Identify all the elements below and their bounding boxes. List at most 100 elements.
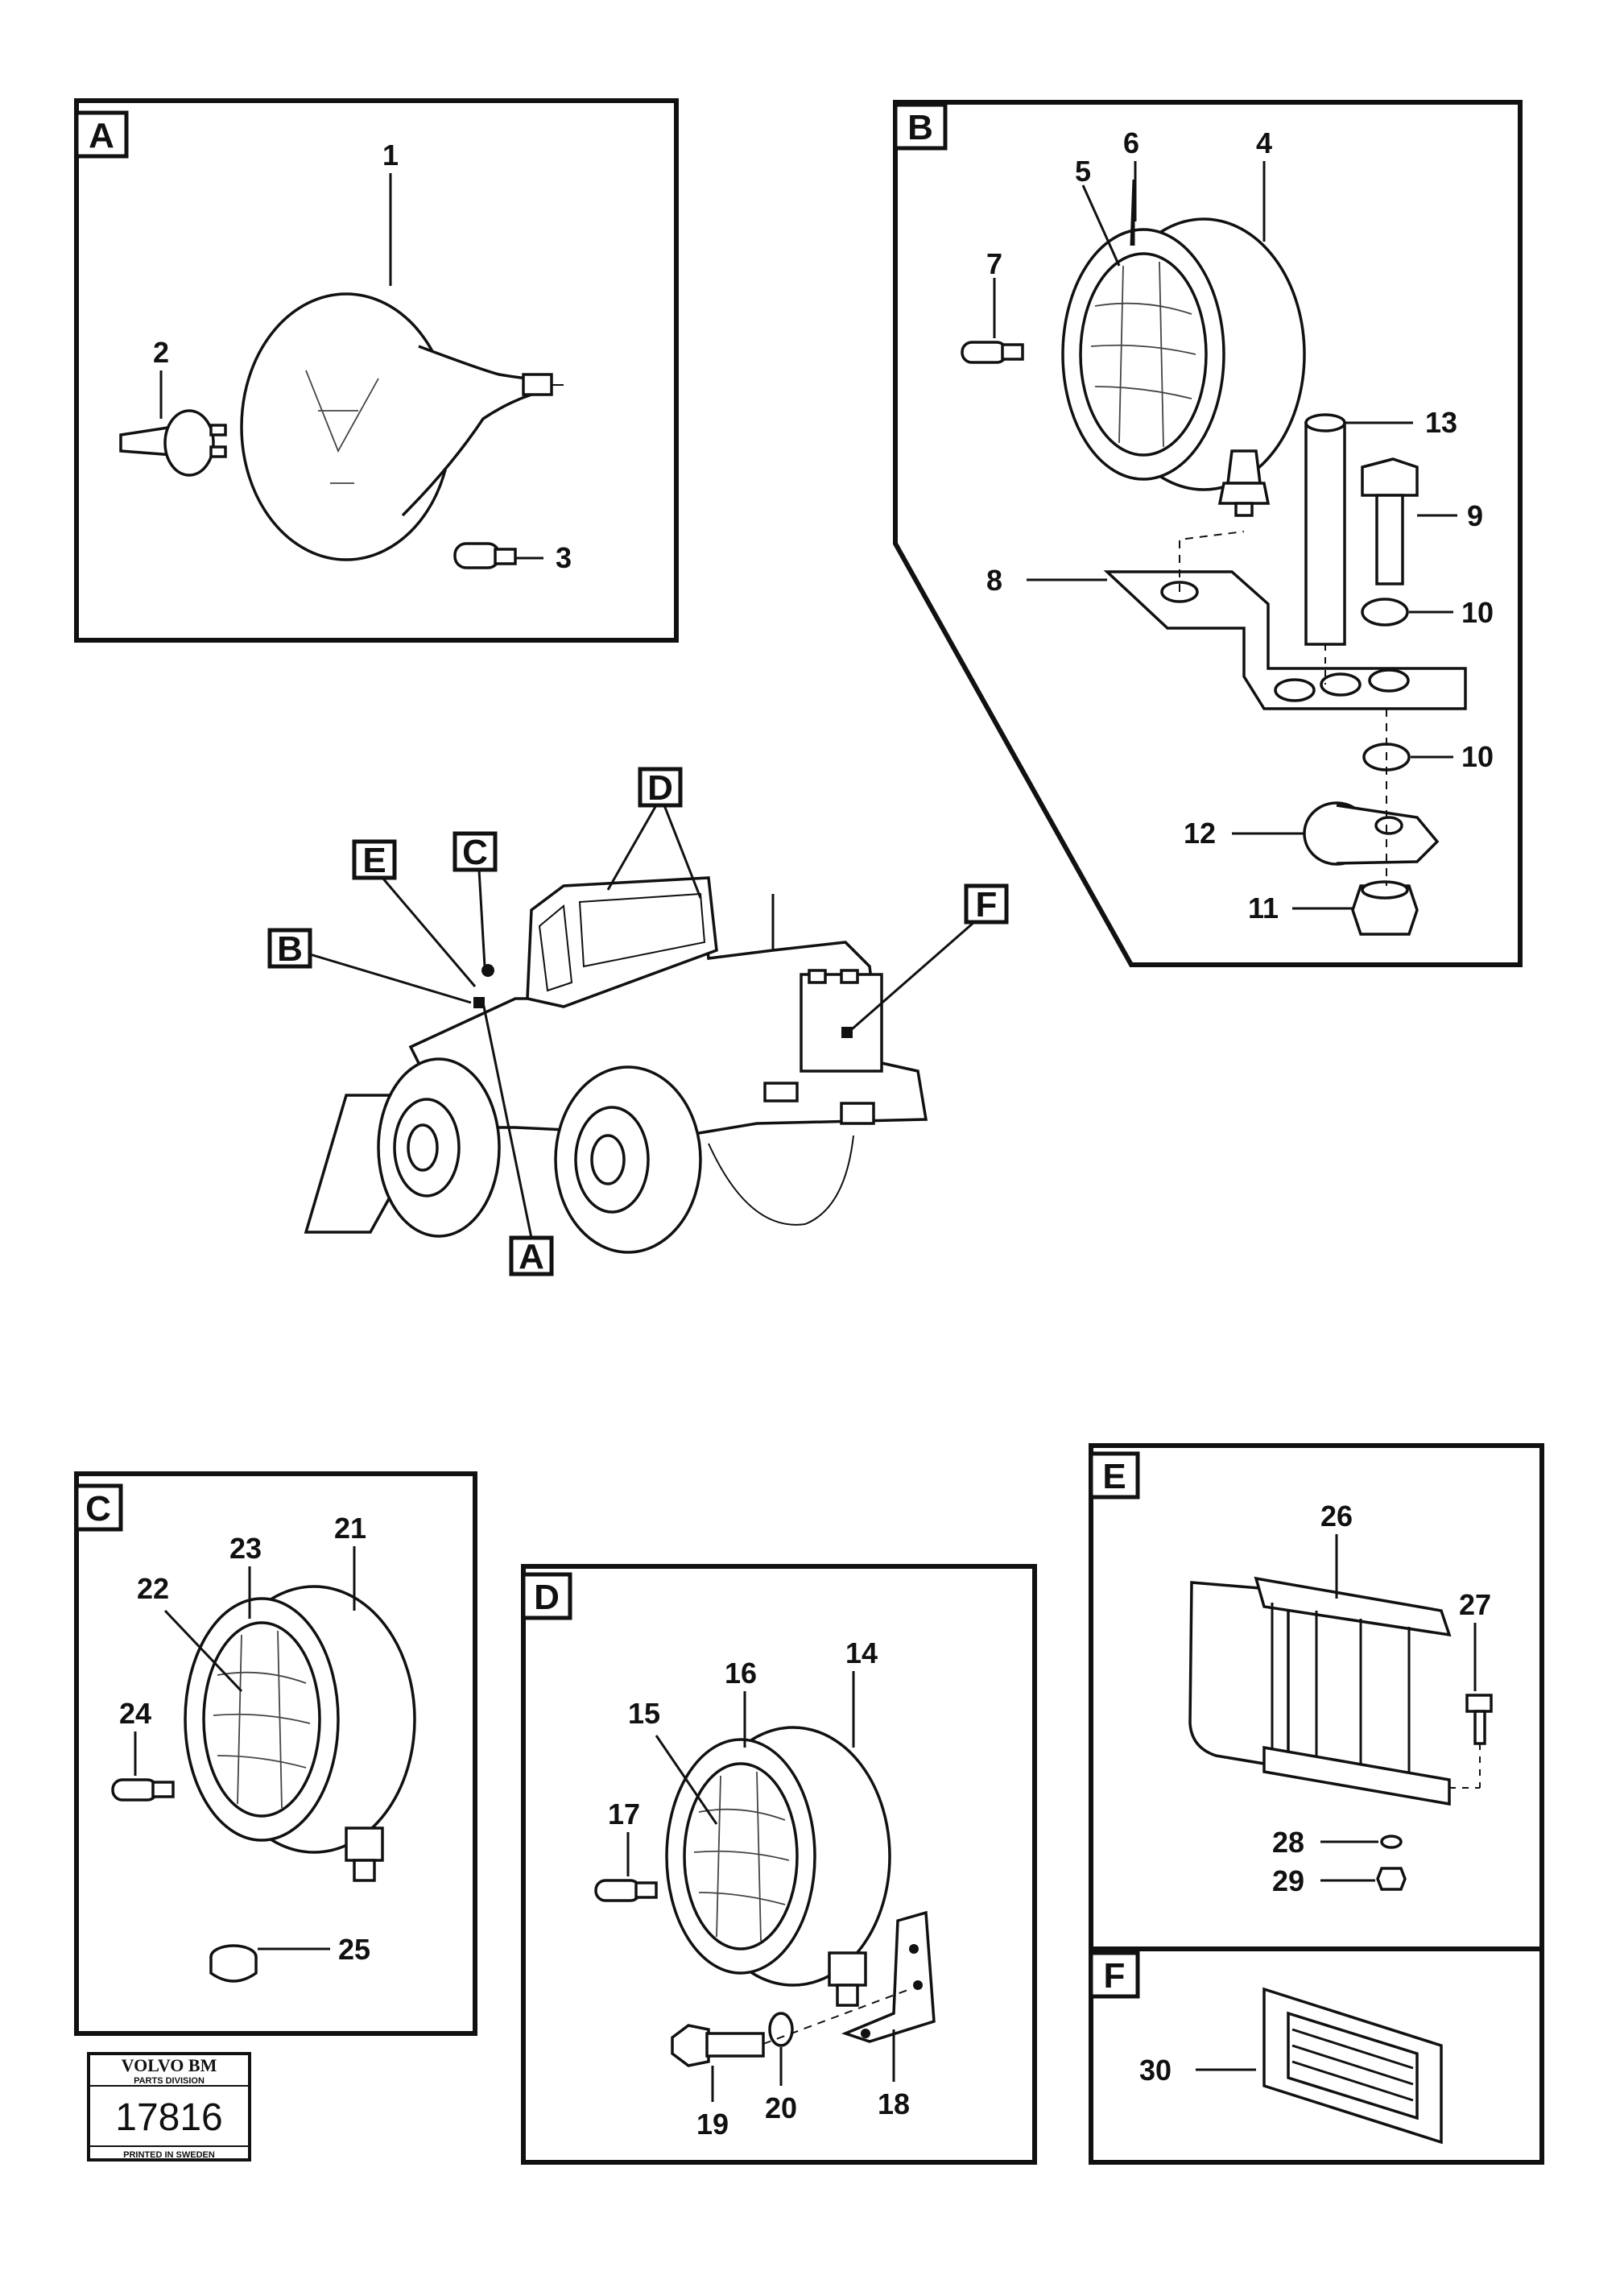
- panel-e: E 26 27 28 29: [1089, 1443, 1544, 2165]
- grille-30: [1262, 1987, 1443, 2145]
- callout-10b: 10: [1461, 740, 1494, 773]
- panel-c-frame: [74, 1471, 477, 2036]
- stamp-division: PARTS DIVISION: [134, 2076, 205, 2086]
- stamp-printed: PRINTED IN SWEDEN: [123, 2150, 215, 2160]
- screw-27: [1465, 1694, 1493, 1745]
- callout-2: 2: [153, 336, 169, 369]
- pointer-d1: [606, 805, 658, 891]
- tag-c: [452, 831, 498, 872]
- leader-15: [655, 1735, 718, 1825]
- tube-13: [1304, 413, 1346, 685]
- panel-d: D 17 15 16: [521, 1564, 1037, 2165]
- nut-29: [1376, 1867, 1407, 1891]
- nut-11: [1351, 880, 1419, 936]
- bulb-3: [453, 542, 517, 569]
- work-lamp-b: [1061, 217, 1306, 517]
- callout-1: 1: [382, 139, 399, 172]
- callout-8: 8: [986, 564, 1002, 597]
- bulb-2: [119, 409, 227, 477]
- panel-f-tag: [1089, 1951, 1140, 1999]
- panel-e-tag: [1089, 1451, 1140, 1500]
- panel-a-letter: A: [89, 116, 114, 155]
- tag-b-letter: B: [277, 929, 303, 969]
- pointer-d2: [663, 805, 702, 899]
- callout-18: 18: [878, 2087, 910, 2120]
- callout-16: 16: [725, 1657, 757, 1690]
- panel-a-tag: [74, 110, 129, 159]
- callout-11: 11: [1248, 892, 1279, 925]
- callout-13: 13: [1425, 406, 1457, 439]
- callout-5: 5: [1075, 155, 1091, 188]
- callout-28: 28: [1272, 1826, 1304, 1859]
- lamp-marker-b: [473, 997, 485, 1008]
- pointer-f: [845, 920, 975, 1036]
- panel-ef-frame: [1089, 1443, 1544, 2165]
- tag-d: [638, 767, 683, 808]
- leader-5b: [1081, 184, 1121, 267]
- callout-7: 7: [986, 247, 1002, 280]
- callout-4: 4: [1256, 126, 1272, 159]
- callout-29: 29: [1272, 1864, 1304, 1897]
- tag-e-letter: E: [362, 841, 386, 880]
- panel-c: C 24 22 23 21 25: [74, 1471, 477, 2036]
- panel-b: B: [893, 100, 1523, 967]
- panel-b-letter: B: [907, 108, 933, 147]
- panel-d-letter: D: [534, 1578, 560, 1617]
- panel-c-letter: C: [85, 1489, 111, 1529]
- callout-17: 17: [608, 1797, 640, 1831]
- tag-c-letter: C: [462, 833, 488, 872]
- bolt-9: [1361, 457, 1419, 585]
- panel-e-letter: E: [1102, 1457, 1126, 1496]
- panel-d-tag: [521, 1572, 572, 1620]
- callout-20: 20: [765, 2091, 797, 2124]
- cab: [526, 876, 718, 1008]
- callout-22: 22: [137, 1572, 169, 1605]
- pointer-b: [309, 953, 472, 1004]
- washer-28: [1380, 1835, 1403, 1849]
- callout-27: 27: [1459, 1588, 1491, 1621]
- panel-b-tag: [893, 102, 948, 151]
- callout-24: 24: [119, 1697, 151, 1730]
- bulb-17: [594, 1879, 658, 1902]
- panel-f-letter: F: [1104, 1956, 1126, 1996]
- lamp-guard-26: [1188, 1576, 1452, 1806]
- callout-12: 12: [1184, 817, 1216, 850]
- headlamp-insert: [240, 292, 564, 561]
- tag-b: [267, 928, 312, 969]
- callout-25: 25: [338, 1933, 370, 1966]
- panel-f: F 30: [1089, 1951, 1443, 2145]
- callout-26: 26: [1320, 1500, 1353, 1533]
- callout-10a: 10: [1461, 596, 1494, 629]
- tag-f-letter: F: [976, 885, 998, 925]
- tag-f: [964, 883, 1009, 925]
- stamp-number: 17816: [115, 2096, 222, 2139]
- callout-6: 6: [1123, 126, 1139, 159]
- bulb-24: [111, 1778, 175, 1802]
- stamp-brand: VOLVO BM: [122, 2055, 217, 2075]
- tag-d-letter: D: [647, 768, 673, 808]
- callout-23: 23: [229, 1532, 262, 1565]
- panel-a: A 1 2 3: [74, 98, 679, 643]
- rear-wheel-far: [708, 1135, 854, 1226]
- callout-14: 14: [845, 1636, 878, 1669]
- work-lamp-d: [665, 1726, 891, 2007]
- panel-a-frame: [74, 98, 679, 643]
- callout-30: 30: [1139, 2054, 1172, 2087]
- leader-22: [163, 1609, 243, 1693]
- tag-a-letter: A: [519, 1237, 544, 1276]
- tag-e: [352, 839, 397, 880]
- pointer-e: [381, 877, 477, 987]
- bolt-19: [671, 2024, 765, 2067]
- washer-20: [768, 2012, 794, 2047]
- callout-19: 19: [696, 2108, 729, 2141]
- lamp-marker-c: [481, 964, 494, 977]
- rear-panel: [800, 973, 883, 1073]
- panel-b-frame: [893, 100, 1523, 967]
- loader-overview: D C E B F A: [267, 767, 1009, 1276]
- panel-c-tag: [74, 1483, 123, 1532]
- volvo-bm-stamp: VOLVO BM PARTS DIVISION 17816 PRINTED IN…: [87, 2052, 251, 2162]
- rear-wheel: [554, 1065, 702, 1254]
- pointer-c: [477, 869, 486, 967]
- callout-15: 15: [628, 1697, 660, 1730]
